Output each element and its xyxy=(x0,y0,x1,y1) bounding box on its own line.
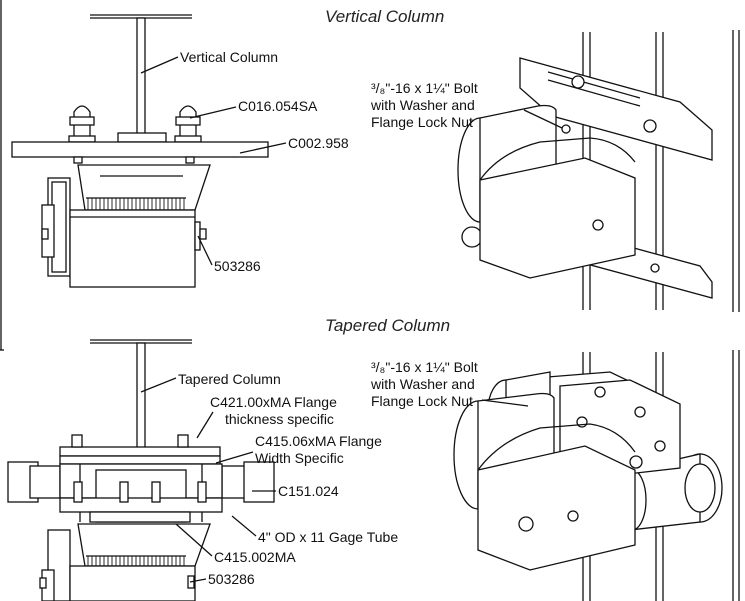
tapered-column-front-view xyxy=(7,339,275,601)
page-border xyxy=(0,0,4,351)
label-bolt-top-line2: with Washer and xyxy=(370,97,475,113)
label-bolt-bottom-line3: Flange Lock Nut xyxy=(371,393,473,409)
label-bolt-bottom-line1: ³/₈"-16 x 1¼" Bolt xyxy=(371,359,478,375)
label-c415-06-line1: C415.06xMA Flange xyxy=(255,433,382,449)
label-bolt-bottom-line2: with Washer and xyxy=(370,376,475,392)
label-503286-bottom: 503286 xyxy=(208,571,255,587)
section-title-tapered: Tapered Column xyxy=(325,316,450,335)
vertical-column-front-view xyxy=(11,14,269,288)
label-c016-054sa: C016.054SA xyxy=(238,98,318,114)
leaders-vertical-front xyxy=(140,56,287,266)
section-title-vertical: Vertical Column xyxy=(325,7,444,26)
leader-bolt-bottom xyxy=(481,399,529,407)
label-503286-top: 503286 xyxy=(214,258,261,274)
vertical-column-isometric-view xyxy=(457,32,713,310)
label-c415-06-line2: Width Specific xyxy=(255,450,344,466)
label-tapered-column: Tapered Column xyxy=(178,371,281,387)
label-c421-line2: thickness specific xyxy=(225,411,334,427)
label-c151-024: C151.024 xyxy=(278,483,339,499)
right-frame-lines xyxy=(732,30,740,601)
leaders-tapered-front xyxy=(140,377,276,583)
leader-bolt-top xyxy=(523,109,563,129)
tapered-bolts xyxy=(73,481,207,503)
label-c415-002ma: C415.002MA xyxy=(214,549,296,565)
label-c002-958: C002.958 xyxy=(288,135,349,151)
label-c421-line1: C421.00xMA Flange xyxy=(210,394,337,410)
label-vertical-column: Vertical Column xyxy=(180,49,278,65)
label-tube: 4" OD x 11 Gage Tube xyxy=(258,529,398,545)
tapered-column-isometric-view xyxy=(453,352,723,601)
motor-fins xyxy=(86,197,186,210)
label-bolt-top-line1: ³/₈"-16 x 1¼" Bolt xyxy=(371,80,478,96)
label-bolt-top-line3: Flange Lock Nut xyxy=(371,114,473,130)
